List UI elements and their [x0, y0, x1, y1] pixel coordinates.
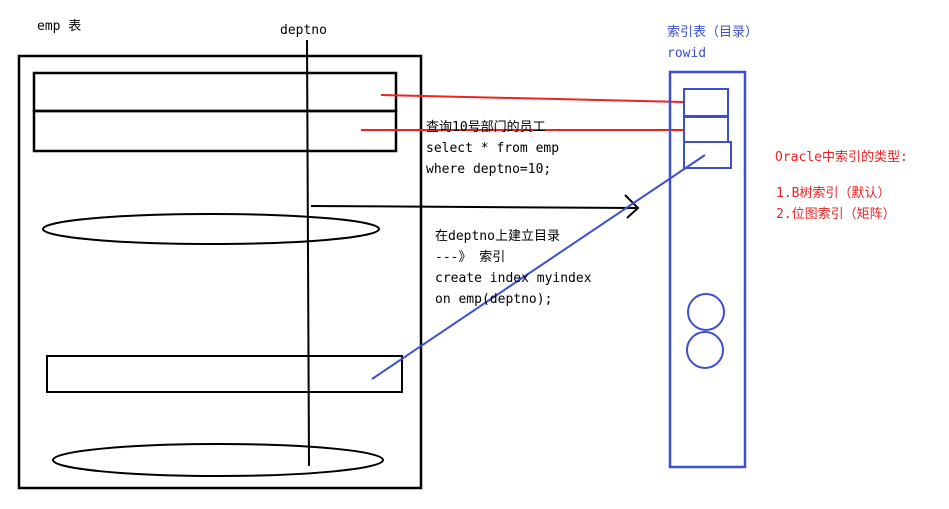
index-type-1: 1.B树索引（默认）: [776, 186, 891, 201]
index-type-2: 2.位图索引（矩阵）: [776, 207, 896, 222]
index-table-box: [668, 70, 747, 469]
query-note: 查询10号部门的员工 select * from emp where deptno=…: [426, 117, 559, 180]
index-note-line-2: ---》 索引: [435, 250, 506, 265]
index-entry-2: [683, 116, 729, 143]
index-types-title: Oracle中索引的类型:: [775, 150, 908, 165]
emp-row-3: [46, 355, 403, 393]
emp-row-1: [32, 71, 398, 113]
deptno-column-line: [306, 39, 310, 467]
rowid-label: rowid: [667, 46, 707, 61]
emp-table-box: [17, 54, 423, 490]
lookup-arrowhead: [624, 194, 640, 219]
deptno-column-label: deptno: [280, 23, 327, 38]
query-note-line-1: 查询10号部门的员工: [426, 120, 546, 135]
index-note-line-4: on emp(deptno);: [435, 292, 553, 307]
index-ellipsis-circle-1: [687, 293, 725, 331]
index-types-list: 1.B树索引（默认） 2.位图索引（矩阵）: [776, 183, 896, 225]
index-table-label: 索引表（目录）: [667, 25, 759, 40]
index-note-line-1: 在deptno上建立目录: [435, 229, 560, 244]
index-note-line-3: create index myindex: [435, 271, 592, 286]
emp-row-2: [32, 109, 398, 153]
index-note: 在deptno上建立目录 ---》 索引 create index myindex o…: [435, 226, 592, 310]
query-note-line-3: where deptno=10;: [426, 162, 552, 177]
index-entry-3: [683, 141, 732, 169]
query-note-line-2: select * from emp: [426, 141, 560, 156]
emp-ellipsis-2: [52, 443, 384, 477]
blue-link: [371, 154, 706, 380]
emp-ellipsis-1: [42, 213, 380, 245]
emp-table-label: emp 表: [37, 19, 82, 34]
index-entry-1: [683, 88, 729, 117]
index-ellipsis-circle-2: [686, 331, 724, 369]
lookup-arrow: [310, 205, 637, 209]
red-link-1: [380, 94, 685, 103]
